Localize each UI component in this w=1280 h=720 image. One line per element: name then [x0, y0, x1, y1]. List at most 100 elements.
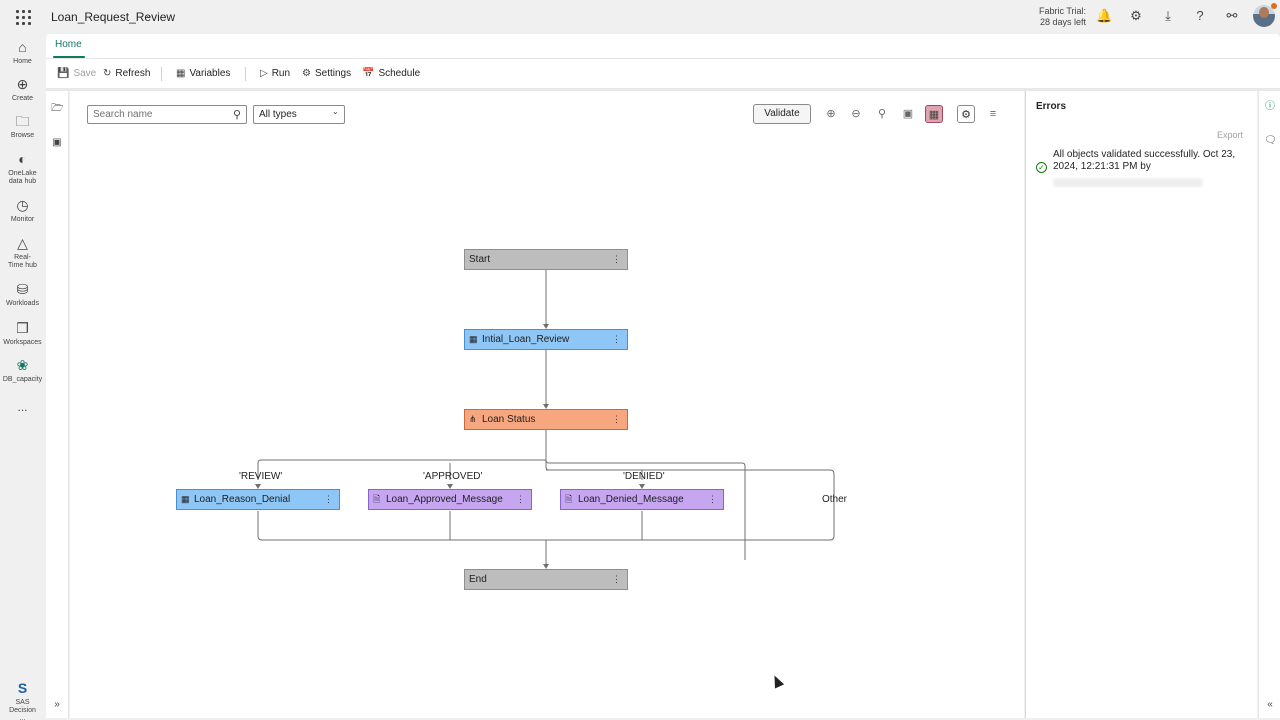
search-input[interactable]	[87, 105, 247, 124]
nav-label: Create	[11, 95, 33, 102]
nav-label: Home	[13, 58, 32, 65]
nav-label: Monitor	[10, 216, 35, 223]
node-end[interactable]: End ⋮	[464, 569, 628, 590]
schedule-button[interactable]: 📅 Schedule	[362, 68, 420, 79]
nav-item-onelake[interactable]: ◐ OneLake data hub	[0, 151, 45, 186]
trial-status[interactable]: Fabric Trial: 28 days left	[1036, 6, 1086, 28]
app-launcher-icon[interactable]	[15, 9, 31, 25]
node-loan-denied-message[interactable]: 🗎Loan_Denied_Message ⋮	[560, 489, 724, 510]
validate-button[interactable]: Validate	[753, 104, 811, 124]
nav-item-create[interactable]: ⊕ Create	[0, 76, 45, 103]
variables-button[interactable]: ▦ Variables	[176, 68, 230, 79]
save-icon: 💾	[57, 68, 70, 79]
node-label: Loan_Reason_Denial	[194, 494, 291, 505]
code-file-icon: 🗎	[565, 494, 573, 504]
flow-connectors	[255, 270, 835, 569]
zoom-out-icon[interactable]: ⊖	[851, 108, 861, 120]
more-options-icon[interactable]: ⋮	[324, 494, 333, 504]
chevron-down-icon[interactable]: ⌄	[145, 10, 153, 20]
node-label: Start	[469, 254, 491, 265]
more-options-icon[interactable]: ⋮	[516, 494, 525, 504]
branch-label-approved: 'APPROVED'	[423, 471, 483, 482]
monitor-icon: ◷	[16, 197, 29, 213]
nav-item-monitor[interactable]: ◷ Monitor	[0, 197, 45, 224]
errors-panel: Errors Export ✓ All objects validated su…	[1025, 91, 1257, 718]
validation-message: All objects validated successfully. Oct …	[1053, 149, 1236, 172]
ribbon-divider	[46, 58, 1280, 59]
nav-label: DB_capacity	[2, 376, 43, 383]
nav-item-workloads[interactable]: ⛁ Workloads	[0, 281, 45, 308]
help-icon[interactable]: ?	[1196, 8, 1204, 23]
branch-label-other: Other	[822, 494, 848, 505]
node-start[interactable]: Start ⋮	[464, 249, 628, 270]
type-filter-select[interactable]: All types	[253, 105, 345, 124]
browse-icon: 🗀	[15, 113, 30, 129]
branch-icon: ⋔	[469, 414, 477, 424]
item-title[interactable]: Loan_Request_Review	[51, 10, 176, 24]
nav-item-workspaces[interactable]: ❐ Workspaces	[0, 320, 45, 347]
nav-label: Workloads	[6, 300, 39, 307]
more-icon[interactable]: ...	[17, 400, 28, 414]
options-icon[interactable]: ≡	[989, 108, 997, 120]
tab-home[interactable]: Home	[55, 39, 82, 50]
nav-item-home[interactable]: ⌂ Home	[0, 39, 45, 66]
variables-label: Variables	[189, 68, 231, 79]
tab-underline	[53, 56, 85, 58]
refresh-label: Refresh	[115, 68, 151, 79]
zoom-in-icon[interactable]: ⊕	[826, 108, 836, 120]
more-options-icon[interactable]: ⋮	[612, 254, 621, 264]
notifications-icon[interactable]: 🔔	[1096, 8, 1113, 23]
trial-line-1: Fabric Trial:	[1038, 6, 1086, 16]
collapse-rail-icon[interactable]: «	[1267, 699, 1273, 710]
more-options-icon[interactable]: ⋮	[612, 334, 621, 344]
ribbon-separator	[161, 67, 162, 81]
settings-icon[interactable]: ⚙	[1130, 8, 1142, 23]
node-initial-loan-review[interactable]: ▦Intial_Loan_Review ⋮	[464, 329, 628, 350]
settings-label: Settings	[314, 68, 352, 79]
zoom-fit-icon[interactable]: ⚲	[877, 108, 887, 120]
node-loan-status[interactable]: ⋔Loan Status ⋮	[464, 409, 628, 430]
create-icon: ⊕	[16, 76, 29, 92]
more-options-icon[interactable]: ⋮	[612, 414, 621, 424]
nav-label: Browse	[10, 132, 35, 139]
branch-label-denied: 'DENIED'	[623, 471, 665, 482]
refresh-button[interactable]: ↻ Refresh	[103, 68, 150, 79]
outline-icon[interactable]: ▣	[52, 137, 62, 148]
nav-item-browse[interactable]: 🗀 Browse	[0, 113, 45, 140]
more-options-icon[interactable]: ⋮	[612, 574, 621, 584]
comments-icon[interactable]: 🗨	[1264, 135, 1277, 146]
avatar[interactable]	[1253, 5, 1275, 27]
save-button[interactable]: 💾 Save	[57, 68, 96, 79]
overview-icon[interactable]: ⚙	[957, 105, 975, 123]
redacted-user	[1053, 178, 1203, 187]
table-icon: ▦	[181, 494, 190, 504]
refresh-icon: ↻	[103, 68, 112, 79]
node-loan-approved-message[interactable]: 🗎Loan_Approved_Message ⋮	[368, 489, 532, 510]
realtime-icon: △	[17, 235, 28, 251]
nav-label: Real-Time hub	[8, 254, 37, 269]
flow-canvas[interactable]: ⚲ All types ⌄ Validate ⊕ ⊖ ⚲ ▣ ▦ ⚙ ≡	[70, 91, 1024, 718]
node-loan-reason-denial[interactable]: ▦ Loan_Reason_Denial ⋮	[176, 489, 340, 510]
export-button[interactable]: Export	[1217, 130, 1244, 140]
nav-item-realtime[interactable]: △ Real-Time hub	[0, 235, 45, 270]
settings-button[interactable]: ⚙ Settings	[302, 68, 351, 79]
run-label: Run	[271, 68, 291, 79]
save-label: Save	[73, 68, 97, 79]
schedule-label: Schedule	[378, 68, 421, 79]
object-browser-icon[interactable]: 🗁	[51, 103, 64, 114]
errors-icon[interactable]: ⓘ	[1265, 101, 1275, 112]
side-tool-strip: 🗁 ▣ »	[46, 91, 69, 718]
left-navigation: ⌂ Home ⊕ Create 🗀 Browse ◐ OneLake data …	[0, 34, 45, 720]
download-icon[interactable]: ⤓	[1165, 8, 1171, 23]
nav-label: OneLake data hub	[8, 170, 37, 185]
sas-logo-icon: S	[17, 680, 28, 696]
layout-toggle-icon[interactable]: ▦	[925, 105, 943, 123]
presence-dot	[1271, 3, 1277, 9]
run-button[interactable]: ▷ Run	[260, 68, 290, 79]
fit-to-screen-icon[interactable]: ▣	[902, 108, 914, 120]
nav-item-db-capacity[interactable]: ❀ DB_capacity	[0, 357, 45, 384]
more-options-icon[interactable]: ⋮	[708, 494, 717, 504]
expand-panel-icon[interactable]: »	[54, 699, 60, 710]
nav-item-sas-decision[interactable]: S SAS Decision ...	[0, 680, 45, 720]
share-icon[interactable]: ⚯	[1226, 8, 1238, 23]
